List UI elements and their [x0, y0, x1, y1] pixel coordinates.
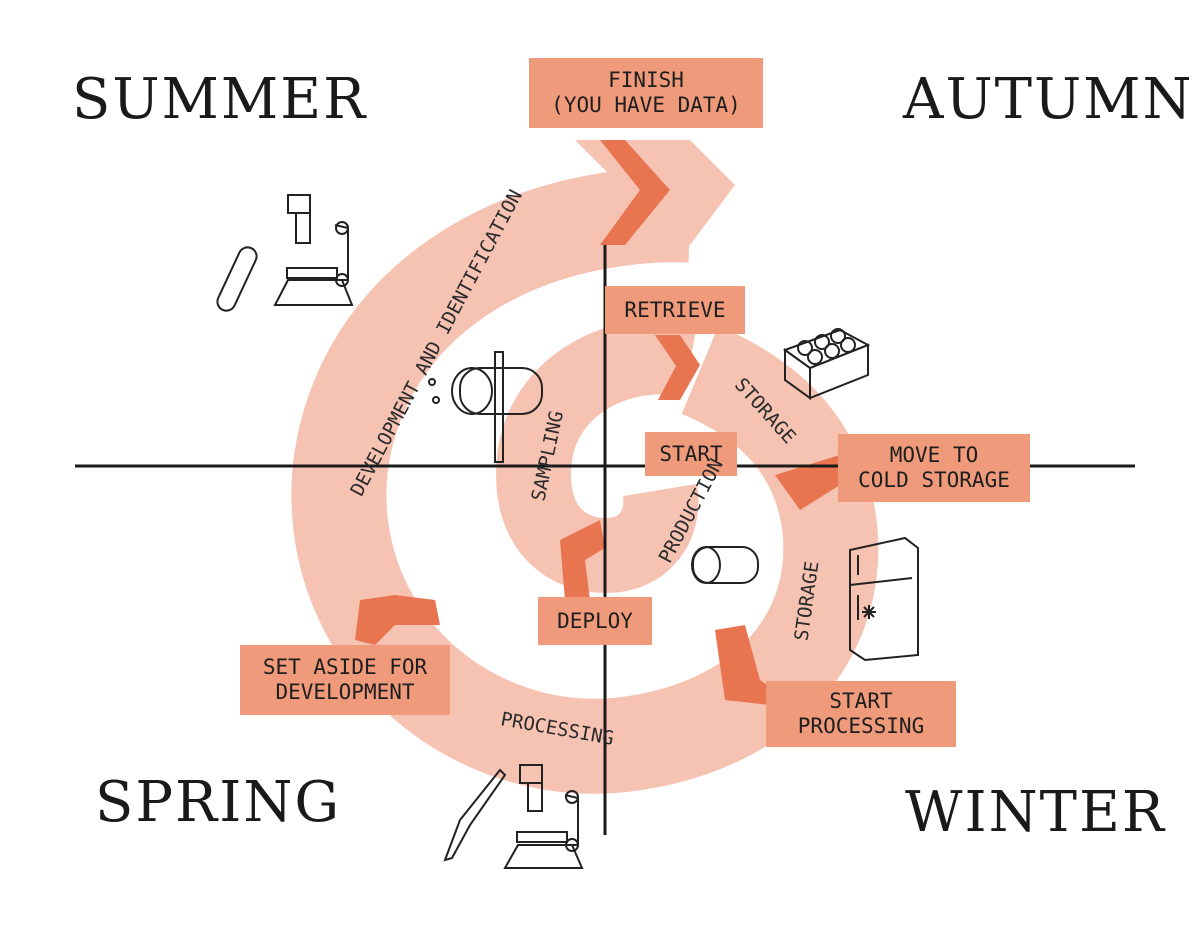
season-autumn: AUTUMN [903, 67, 1194, 132]
crate-of-cores-icon [782, 328, 871, 400]
season-winter: WINTER [905, 780, 1167, 845]
start-box: START [645, 432, 737, 476]
season-spring: SPRING [95, 770, 342, 835]
start-processing-box: START PROCESSING [766, 681, 956, 747]
season-summer: SUMMER [72, 67, 368, 132]
deploy-accent [560, 520, 605, 600]
microscope-scalpel-icon [443, 764, 584, 869]
start-processing-accent [715, 625, 790, 705]
move-to-cold-storage-box: MOVE TO COLD STORAGE [838, 434, 1030, 502]
microscope-test-tube-icon [216, 194, 354, 312]
finish-box: FINISH (YOU HAVE DATA) [529, 58, 763, 128]
retrieve-accent [655, 335, 700, 400]
retrieve-box: RETRIEVE [605, 286, 745, 334]
core-sample-icon [691, 546, 759, 584]
finish-arrow-accent [600, 140, 670, 245]
freezer-icon [849, 536, 919, 662]
set-aside-box: SET ASIDE FOR DEVELOPMENT [240, 645, 450, 715]
set-aside-accent [355, 595, 440, 645]
tree-core-sample-icon [428, 351, 543, 463]
cold-storage-accent [775, 455, 840, 510]
deploy-box: DEPLOY [538, 597, 652, 645]
